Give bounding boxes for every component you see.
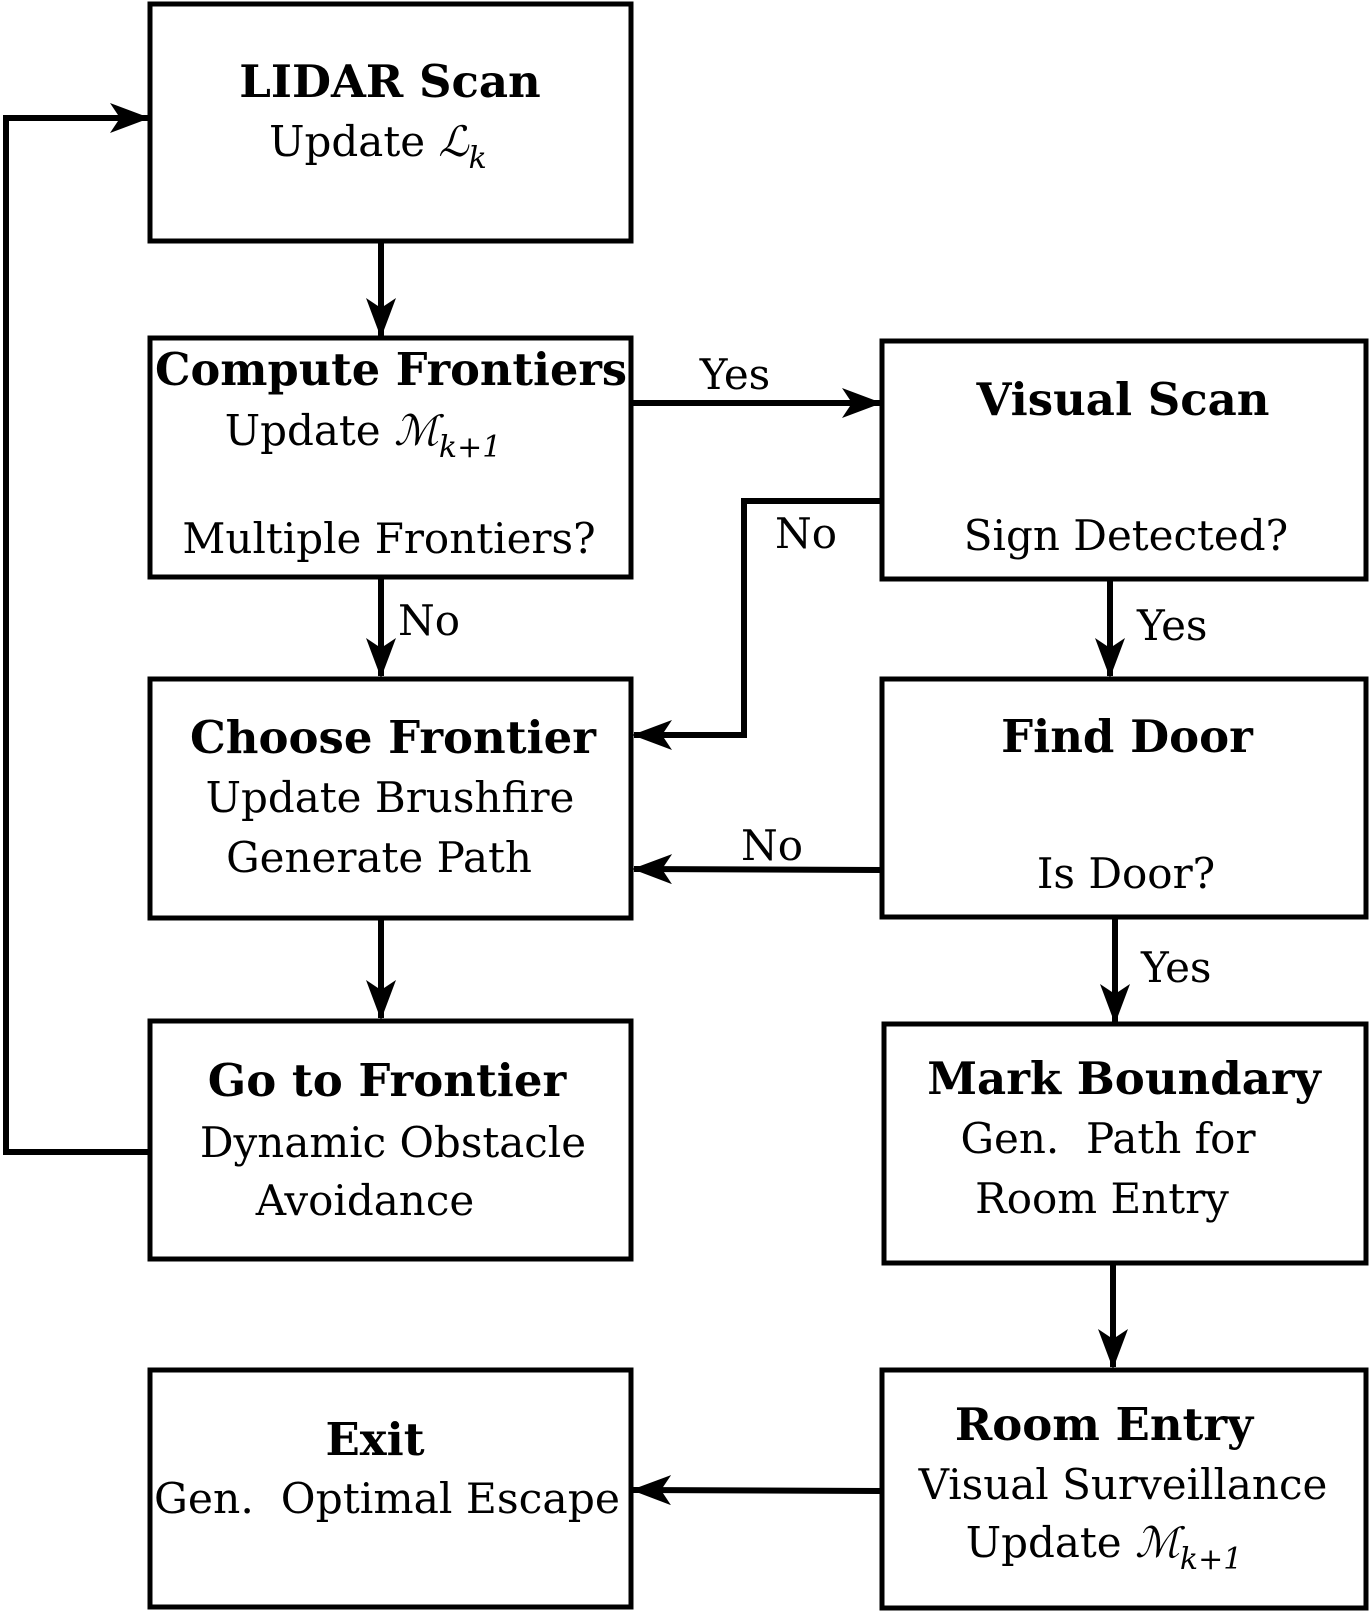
node-title: LIDAR Scan: [239, 55, 540, 108]
math-symbol: ℳ: [1135, 1518, 1186, 1567]
node-question: Sign Detected?: [964, 511, 1288, 560]
node-box: [879, 338, 1369, 582]
edge-label-no-door: No: [741, 821, 803, 870]
node-text: Update ℳk+1: [966, 1518, 1243, 1577]
node-box: [147, 335, 634, 580]
node-exit: Exit Gen. Optimal Escape: [147, 1367, 634, 1610]
node-find-door: Find Door Is Door?: [879, 676, 1369, 920]
node-title: Choose Frontier: [190, 711, 597, 764]
math-symbol: ℳ: [394, 406, 445, 455]
node-box: [147, 1018, 634, 1262]
node-text: Update Brushfire: [206, 773, 575, 822]
node-box: [879, 676, 1369, 920]
node-visual-scan: Visual Scan Sign Detected?: [879, 338, 1369, 582]
node-text: Visual Surveillance: [918, 1460, 1328, 1509]
edge-label-no-choose: No: [398, 596, 460, 645]
node-title: Exit: [325, 1413, 424, 1466]
node-box: [147, 676, 634, 921]
arrow-goto-to-lidar: [3, 103, 150, 1155]
node-box: [879, 1367, 1369, 1611]
math-symbol: ℒ: [438, 117, 469, 166]
node-text: Gen. Path for: [960, 1114, 1256, 1163]
edge-label-yes-mark: Yes: [1140, 943, 1212, 992]
node-box: [881, 1021, 1369, 1266]
node-go-to-frontier: Go to Frontier Dynamic Obstacle Avoidanc…: [147, 1018, 634, 1262]
node-question: Multiple Frontiers?: [182, 514, 595, 563]
arrow-door-to-choose: [632, 854, 881, 885]
edge-label-yes-door: Yes: [1136, 601, 1208, 650]
node-text-prefix: Update: [966, 1518, 1135, 1567]
node-title: Go to Frontier: [208, 1054, 568, 1107]
arrow-room-to-exit: [631, 1475, 881, 1506]
arrow-visual-to-choose: [632, 498, 880, 750]
node-text: Generate Path: [226, 833, 532, 882]
node-title: Mark Boundary: [927, 1052, 1322, 1105]
node-question: Is Door?: [1037, 849, 1215, 898]
edge-label-no-visual: No: [775, 509, 837, 558]
node-text-prefix: Update: [225, 406, 394, 455]
node-text: Update ℒk: [269, 117, 487, 176]
math-subscript: k+1: [439, 430, 501, 465]
node-choose-frontier: Choose Frontier Update Brushfire Generat…: [147, 676, 634, 921]
node-text: Gen. Optimal Escape: [154, 1474, 620, 1523]
node-title: Room Entry: [955, 1398, 1255, 1451]
node-text: Avoidance: [255, 1176, 474, 1225]
node-text: Room Entry: [975, 1174, 1229, 1223]
node-text: Update ℳk+1: [225, 406, 502, 465]
node-text: Dynamic Obstacle: [200, 1118, 586, 1167]
node-box: [147, 1367, 634, 1610]
node-title: Find Door: [1001, 710, 1254, 763]
node-lidar-scan: LIDAR Scan Update ℒk: [147, 1, 634, 244]
node-text-prefix: Update: [269, 117, 438, 166]
node-compute-frontiers: Compute Frontiers Update ℳk+1 Multiple F…: [147, 335, 634, 580]
node-box: [147, 1, 634, 244]
node-title: Compute Frontiers: [155, 343, 627, 396]
math-subscript: k: [469, 141, 487, 176]
node-mark-boundary: Mark Boundary Gen. Path for Room Entry: [881, 1021, 1369, 1266]
math-subscript: k+1: [1180, 1542, 1242, 1577]
node-title: Visual Scan: [976, 373, 1270, 426]
edge-label-yes-visual: Yes: [699, 350, 771, 399]
node-room-entry: Room Entry Visual Surveillance Update ℳk…: [879, 1367, 1369, 1611]
